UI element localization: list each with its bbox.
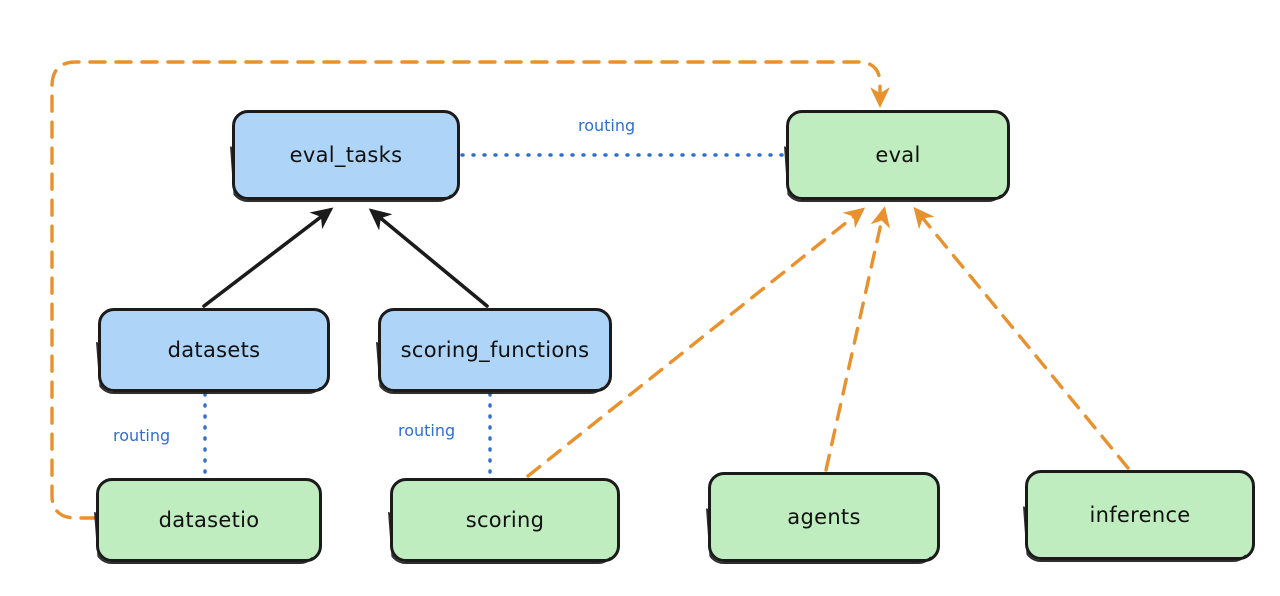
- node-label: agents: [787, 504, 861, 529]
- node-label: eval_tasks: [289, 142, 403, 167]
- edge-inference-eval: [913, 206, 1130, 470]
- node-agents[interactable]: agents: [708, 472, 940, 562]
- node-datasetio[interactable]: datasetio: [96, 478, 322, 562]
- node-label: datasets: [167, 337, 261, 362]
- edge-datasets-eval_tasks: [202, 207, 334, 308]
- node-label: eval: [875, 142, 921, 167]
- node-label: inference: [1089, 502, 1191, 527]
- node-label: scoring_functions: [400, 337, 590, 362]
- node-label: datasetio: [158, 507, 260, 532]
- node-eval_tasks[interactable]: eval_tasks: [232, 110, 460, 200]
- edge-datasetio-eval: [50, 60, 890, 520]
- node-label: scoring: [465, 507, 545, 532]
- node-eval[interactable]: eval: [786, 110, 1010, 200]
- node-inference[interactable]: inference: [1025, 470, 1255, 560]
- edge-label-routing-eval_tasks-eval: routing: [578, 116, 636, 135]
- edge-scoring_functions-eval_tasks: [368, 208, 489, 308]
- node-scoring[interactable]: scoring: [390, 478, 620, 562]
- edge-agents-eval: [824, 206, 891, 472]
- node-scoring_functions[interactable]: scoring_functions: [378, 308, 612, 392]
- edge-label-routing-datasets-datasetio: routing: [113, 426, 171, 445]
- node-datasets[interactable]: datasets: [98, 308, 330, 392]
- edge-scoring-eval: [526, 207, 866, 478]
- edge-label-routing-scoring_functions-scoring: routing: [398, 421, 456, 440]
